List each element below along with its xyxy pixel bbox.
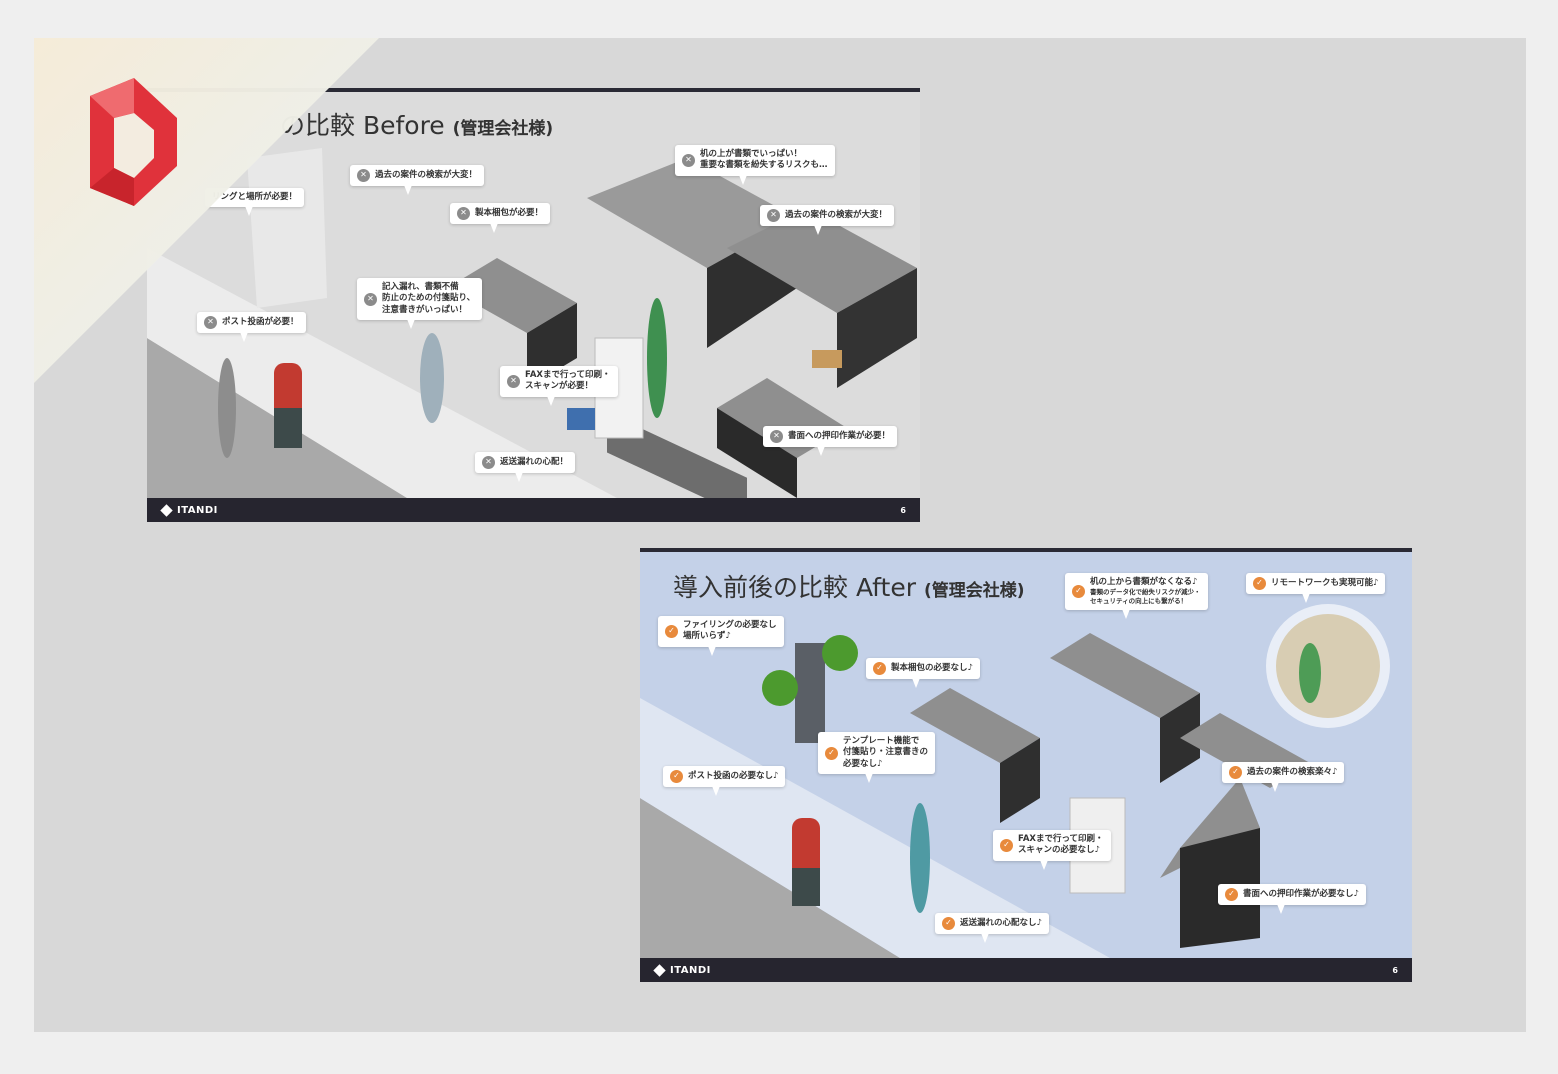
check-icon: ✓ xyxy=(1229,766,1242,779)
callout-text: FAXまで行って印刷・ xyxy=(525,370,611,380)
callout-fax: ✕ FAXまで行って印刷・スキャンが必要！ xyxy=(500,366,618,406)
callout-search: ✕ 過去の案件の検索が大変！ xyxy=(350,165,485,195)
callout-search-2: ✕ 過去の案件の検索が大変！ xyxy=(760,205,895,235)
callout-text: 書面への押印作業が必要！ xyxy=(788,430,891,441)
callout-filing: リングと場所が必要！ xyxy=(205,188,305,218)
callout-return: ✕ 返送漏れの心配！ xyxy=(475,452,576,482)
callout-text: リングと場所が必要！ xyxy=(212,192,298,202)
itandi-logo: ITANDI xyxy=(653,963,711,977)
callout-text: ポスト投函の必要なし♪ xyxy=(688,770,779,781)
callout-binding: ✕ 製本梱包が必要！ xyxy=(450,203,551,233)
callout-text: 場所いらず♪ xyxy=(683,631,731,642)
check-icon: ✓ xyxy=(1000,838,1013,852)
cross-icon: ✕ xyxy=(507,374,520,388)
check-icon: ✓ xyxy=(1225,888,1238,901)
slide-after[interactable]: 導入前後の比較 After (管理会社様) ✓ 机の上から書類がなくなる♪書類のデ… xyxy=(640,548,1412,982)
office-illustration-after xyxy=(640,604,1390,958)
cross-icon: ✕ xyxy=(457,207,470,220)
callout-text: 製本梱包が必要！ xyxy=(475,207,544,218)
callout-text: スキャンが必要！ xyxy=(525,381,594,392)
slide-top-bar xyxy=(640,548,1412,552)
callout-subtext: 書類のデータ化で紛失リスクが減少・ xyxy=(1090,588,1201,597)
page-number: 6 xyxy=(1392,965,1398,975)
cross-icon: ✕ xyxy=(770,430,783,443)
callout-text: 机の上から書類がなくなる♪ xyxy=(1090,577,1198,587)
callout-stamp: ✕ 書面への押印作業が必要！ xyxy=(763,426,898,456)
callout-text: 返送漏れの心配なし♪ xyxy=(960,917,1042,928)
itandi-logo: ITANDI xyxy=(160,503,218,517)
cross-icon: ✕ xyxy=(482,456,495,469)
callout-text: 過去の案件の検索楽々♪ xyxy=(1247,766,1338,777)
callout-remote: ✓ リモートワークも実現可能♪ xyxy=(1246,573,1386,603)
callout-filing: ✓ ファイリングの必要なし場所いらず♪ xyxy=(658,616,784,656)
callout-template: ✓ テンプレート機能で付箋貼り・注意書きの必要なし♪ xyxy=(818,732,936,784)
check-icon: ✓ xyxy=(1072,585,1085,598)
itandi-logo-icon xyxy=(653,963,666,977)
callout-text: 過去の案件の検索が大変！ xyxy=(785,209,888,220)
callout-text: 書面への押印作業が必要なし♪ xyxy=(1243,888,1359,899)
check-icon: ✓ xyxy=(665,624,678,638)
callout-desk-clear: ✓ 机の上から書類がなくなる♪書類のデータ化で紛失リスクが減少・セキュリティの向上… xyxy=(1065,573,1208,619)
office-illustration-before xyxy=(147,148,917,498)
slide-footer: ITANDI 6 xyxy=(147,498,920,522)
callout-text: テンプレート機能で xyxy=(843,736,920,746)
callout-post: ✕ ポスト投函が必要！ xyxy=(197,312,306,342)
check-icon: ✓ xyxy=(1253,577,1266,590)
title-text: の比較 Before xyxy=(280,111,445,140)
cross-icon: ✕ xyxy=(364,292,377,306)
brand-text: ITANDI xyxy=(177,504,218,516)
callout-text: 机の上が書類でいっぱい！ xyxy=(700,149,803,159)
callout-post: ✓ ポスト投函の必要なし♪ xyxy=(663,766,786,796)
callout-sticky-notes: ✕ 記入漏れ、書類不備防止のための付箋貼り、注意書きがいっぱい！ xyxy=(357,278,483,330)
callout-text: 注意書きがいっぱい！ xyxy=(382,304,468,315)
callout-return: ✓ 返送漏れの心配なし♪ xyxy=(935,913,1049,943)
cross-icon: ✕ xyxy=(357,169,370,182)
title-text: 導入前後の比較 After xyxy=(673,573,916,602)
slide-top-bar xyxy=(147,88,920,92)
callout-text: FAXまで行って印刷・ xyxy=(1018,834,1104,844)
callout-text: 重要な書類を紛失するリスクも… xyxy=(700,160,828,171)
cross-icon: ✕ xyxy=(767,209,780,222)
d-logo-icon xyxy=(90,78,177,206)
callout-text: 記入漏れ、書類不備 xyxy=(382,282,459,292)
slide-title: 導入前後の比較 After (管理会社様) xyxy=(673,568,1024,604)
cross-icon: ✕ xyxy=(204,316,217,329)
itandi-logo-icon xyxy=(160,503,173,517)
check-icon: ✓ xyxy=(670,770,683,783)
callout-search: ✓ 過去の案件の検索楽々♪ xyxy=(1222,762,1345,792)
callout-text: 必要なし♪ xyxy=(843,758,883,769)
callout-text: 製本梱包の必要なし♪ xyxy=(891,662,973,673)
callout-text: リモートワークも実現可能♪ xyxy=(1271,577,1379,588)
callout-text: ファイリングの必要なし xyxy=(683,620,777,630)
title-suffix: (管理会社様) xyxy=(452,119,554,139)
callout-text: スキャンの必要なし♪ xyxy=(1018,845,1100,856)
callout-text: ポスト投函が必要！ xyxy=(222,316,299,327)
slide-title: の比較 Before (管理会社様) xyxy=(280,106,553,142)
title-suffix: (管理会社様) xyxy=(923,581,1025,601)
corner-logo-overlay xyxy=(34,38,379,383)
page-number: 6 xyxy=(900,505,906,515)
slide-before[interactable]: の比較 Before (管理会社様) リングと場所が必要！ ✕ 過去の案件の検索が… xyxy=(147,88,920,522)
callout-text: 付箋貼り・注意書きの xyxy=(843,747,929,758)
check-icon: ✓ xyxy=(825,746,838,760)
callout-text: 返送漏れの心配！ xyxy=(500,456,569,467)
brand-text: ITANDI xyxy=(670,964,711,976)
callout-stamp: ✓ 書面への押印作業が必要なし♪ xyxy=(1218,884,1366,914)
check-icon: ✓ xyxy=(942,917,955,930)
callout-subtext: セキュリティの向上にも繋がる！ xyxy=(1090,597,1188,606)
callout-binding: ✓ 製本梱包の必要なし♪ xyxy=(866,658,980,688)
cross-icon: ✕ xyxy=(682,153,695,167)
callout-desk-papers: ✕ 机の上が書類でいっぱい！重要な書類を紛失するリスクも… xyxy=(675,145,835,185)
check-icon: ✓ xyxy=(873,662,886,675)
callout-fax: ✓ FAXまで行って印刷・スキャンの必要なし♪ xyxy=(993,830,1111,870)
slide-footer: ITANDI 6 xyxy=(640,958,1412,982)
callout-text: 過去の案件の検索が大変！ xyxy=(375,169,478,180)
callout-text: 防止のための付箋貼り、 xyxy=(382,293,476,304)
